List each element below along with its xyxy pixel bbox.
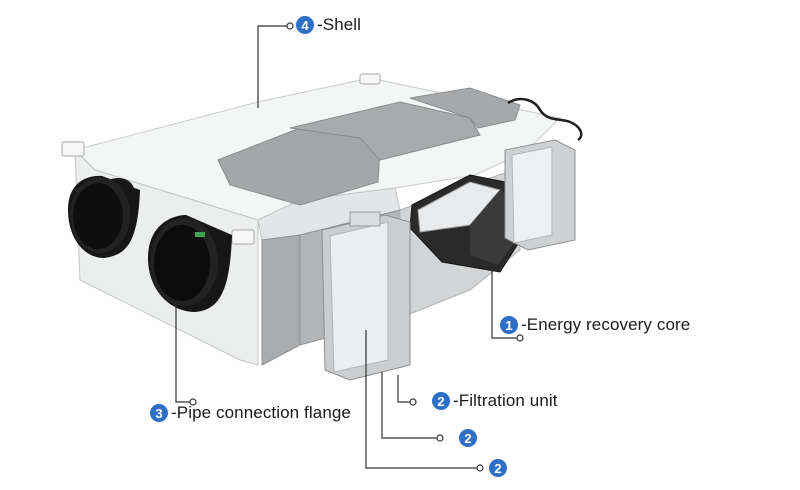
callout-badge: 2 — [432, 392, 450, 410]
callout-filter-2: 2 — [459, 429, 477, 447]
energy-recovery-core — [409, 174, 531, 273]
lid-insulation-right — [409, 87, 521, 129]
bracket-front — [231, 229, 255, 245]
leader-filter-2 — [381, 372, 440, 439]
callout-badge: 3 — [150, 404, 168, 422]
lid-insulation-middle — [289, 101, 481, 161]
leader-filtration — [397, 375, 413, 403]
callout-text: -Shell — [317, 15, 362, 34]
filter-right — [504, 139, 576, 251]
callout-filtration-unit: 2 -Filtration unit — [432, 391, 558, 411]
callout-text: -Pipe connection flange — [171, 403, 351, 422]
callout-filter-3: 2 — [489, 459, 507, 477]
bracket-back — [359, 73, 381, 85]
callout-badge: 2 — [459, 429, 477, 447]
callout-badge: 1 — [500, 316, 518, 334]
pipe-flange-front — [148, 215, 232, 312]
callout-shell: 4 -Shell — [296, 15, 361, 35]
bracket-left — [61, 141, 85, 157]
callout-text: -Filtration unit — [453, 391, 558, 410]
callout-energy-recovery-core: 1 -Energy recovery core — [500, 315, 690, 335]
filter-front — [321, 211, 411, 381]
insulation-front — [261, 234, 301, 366]
power-cable — [507, 97, 583, 142]
leader-lines — [175, 25, 520, 469]
leader-end-dots — [189, 22, 524, 472]
leader-core — [491, 270, 520, 339]
callout-badge: 2 — [489, 459, 507, 477]
leader-flange — [175, 305, 193, 403]
leader-shell — [257, 25, 290, 108]
leader-filter-3 — [365, 330, 480, 469]
callout-text: -Energy recovery core — [521, 315, 691, 334]
pipe-flange-rear — [68, 175, 140, 258]
callout-badge: 4 — [296, 16, 314, 34]
callout-pipe-connection-flange: 3 -Pipe connection flange — [150, 403, 351, 423]
